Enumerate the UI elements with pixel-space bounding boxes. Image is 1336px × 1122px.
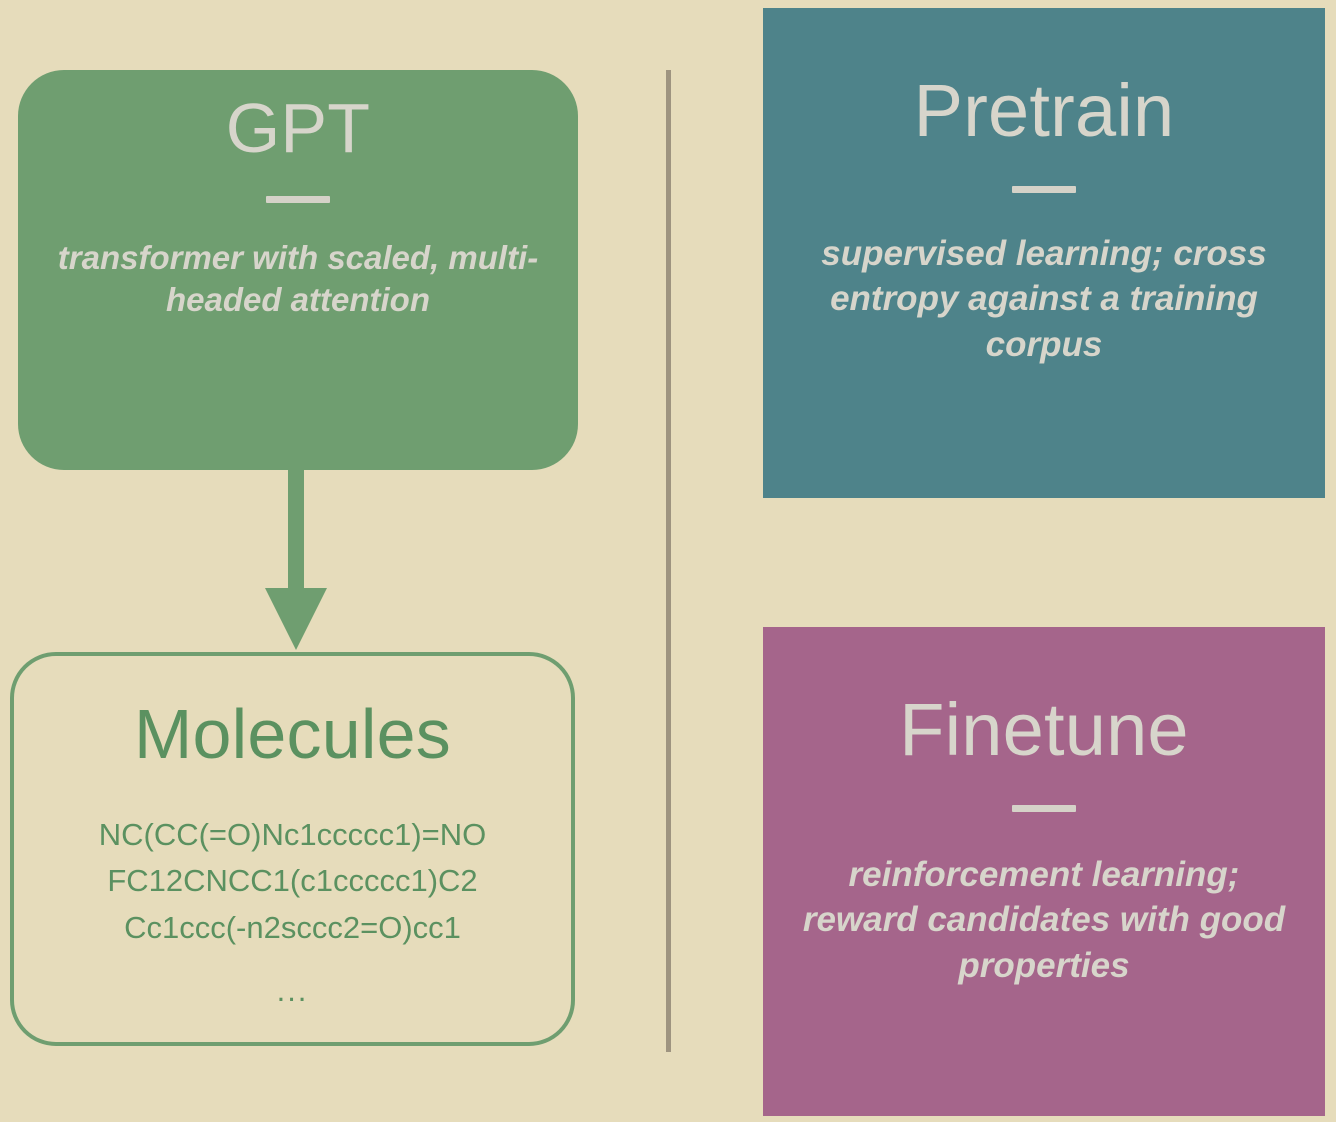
finetune-title: Finetune xyxy=(899,688,1189,771)
gpt-divider-rule xyxy=(266,195,330,203)
finetune-stage-card: Finetune reinforcement learning; reward … xyxy=(763,627,1325,1116)
smiles-string: Cc1ccc(-n2sccc2=O)cc1 xyxy=(124,909,461,945)
finetune-description: reinforcement learning; reward candidate… xyxy=(802,854,1286,985)
smiles-list: NC(CC(=O)Nc1ccccc1)=NO FC12CNCC1(c1ccccc… xyxy=(99,812,487,952)
pretrain-title: Pretrain xyxy=(913,69,1175,152)
gpt-model-card: GPT transformer with scaled, multi-heade… xyxy=(18,70,578,470)
finetune-divider-rule xyxy=(1012,804,1076,812)
pretrain-divider-rule xyxy=(1012,185,1076,193)
molecules-title: Molecules xyxy=(134,695,451,773)
smiles-string: NC(CC(=O)Nc1ccccc1)=NO xyxy=(98,816,487,852)
smiles-string: FC12CNCC1(c1ccccc1)C2 xyxy=(107,863,478,898)
gpt-description: transformer with scaled, multi-headed at… xyxy=(57,238,539,319)
gpt-title: GPT xyxy=(225,89,371,167)
down-arrow-icon xyxy=(265,460,327,650)
smiles-ellipsis: ... xyxy=(276,973,309,1008)
pretrain-description: supervised learning; cross entropy again… xyxy=(821,233,1267,364)
vertical-divider xyxy=(666,70,671,1052)
molecules-output-card: Molecules NC(CC(=O)Nc1ccccc1)=NO FC12CNC… xyxy=(10,652,575,1046)
pretrain-stage-card: Pretrain supervised learning; cross entr… xyxy=(763,8,1325,498)
